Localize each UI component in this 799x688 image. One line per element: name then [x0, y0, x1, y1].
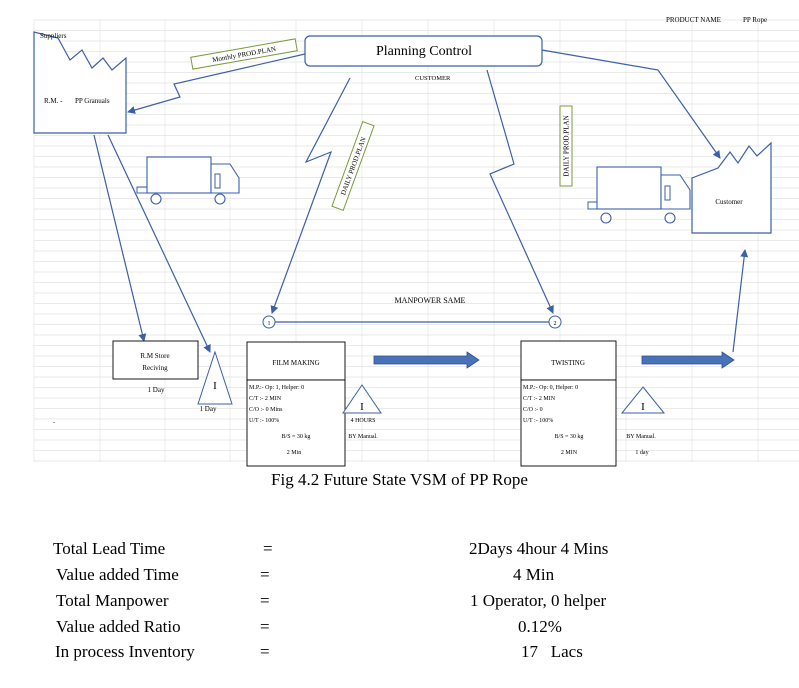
inventory-triangle-3 [620, 386, 666, 414]
supplier-to-store-flow [93, 134, 147, 342]
spreadsheet-grid [33, 19, 799, 462]
inventory-symbol-1: I [213, 380, 217, 392]
twisting-to-customer-flow [732, 249, 749, 353]
vsm-diagram: PRODUCT NAME PP Rope Suppliers R.M. - PP… [33, 16, 799, 467]
metric-label: Total Lead Time [53, 539, 166, 558]
film-data-line-1: M.P.:- Op: 1, Helper: 0 [249, 385, 304, 391]
twist-cycle-time: 2 MIN [561, 450, 578, 456]
operator-icon-2 [548, 315, 562, 329]
film-cycle-time: 2 Min [287, 450, 302, 456]
inventory-time-1: 1 Day [200, 405, 217, 413]
stray-dot: . [53, 416, 55, 425]
daily-plan-banner-2 [559, 105, 573, 187]
film-making-title: FILM MAKING [272, 359, 319, 367]
metric-row-value-added-ratio: Value added Ratio = 0.12% [0, 617, 799, 641]
twist-data-line-1: M.P.:- Op: 0, Helper: 0 [523, 385, 578, 391]
film-making-box [246, 341, 346, 381]
supplier-rm-value: PP Granuals [75, 97, 110, 105]
planning-control-sub: CUSTOMER [415, 75, 451, 82]
rm-store-box [112, 340, 199, 380]
inventory-time-3: 1 day [635, 450, 648, 456]
customer-truck-icon [587, 166, 691, 224]
twisting-title: TWISTING [551, 359, 585, 367]
inventory-symbol-2: I [360, 401, 364, 413]
daily-plan-label-1: DAILY PROD.PLAN [339, 136, 367, 196]
twist-data-line-4: U/T :- 100% [523, 418, 553, 424]
metric-row-manpower: Total Manpower = 1 Operator, 0 helper [0, 591, 799, 615]
twisting-box [520, 340, 617, 381]
metric-row-lead-time: Total Lead Time = 2Days 4hour 4 Mins [0, 539, 799, 563]
manpower-label: MANPOWER SAME [395, 296, 466, 305]
inventory-symbol-3: I [641, 401, 645, 413]
rm-store-line1: R.M Store [140, 352, 169, 360]
metric-label: Value added Ratio [56, 617, 181, 636]
film-data-line-4: U/T :- 100% [249, 418, 279, 424]
metric-equals: = [260, 617, 270, 636]
metric-label: In process Inventory [55, 642, 195, 661]
rm-store-time: 1 Day [148, 386, 165, 394]
metric-label: Total Manpower [56, 591, 169, 610]
product-name-label: PRODUCT NAME [666, 16, 721, 24]
inventory-time-2: 4 HOURS [351, 418, 376, 424]
film-data-line-2: C/T :- 2 MIN [249, 396, 282, 402]
twisting-data-box [520, 379, 617, 467]
metric-value: 0.12% [518, 617, 562, 636]
inventory-note-2: BY Manual. [348, 434, 378, 440]
push-arrow-2 [641, 351, 735, 369]
film-data-line-3: C/O :- 0 Mins [249, 407, 283, 413]
rm-store-line2: Reciving [142, 364, 168, 372]
metric-value: 2Days 4hour 4 Mins [469, 539, 609, 558]
supplier-factory-icon [33, 31, 127, 134]
film-batch-size: B/S = 30 kg [282, 434, 311, 440]
planning-control-title: Planning Control [376, 44, 472, 59]
metric-equals: = [260, 642, 270, 661]
metric-row-value-added-time: Value added Time = 4 Min [0, 565, 799, 589]
metric-equals: = [260, 565, 270, 584]
twist-batch-size: B/S = 30 kg [555, 434, 584, 440]
customer-factory-icon [691, 141, 772, 234]
film-making-data-box [246, 379, 346, 467]
metric-label: Value added Time [56, 565, 179, 584]
operator-icon-1 [262, 315, 276, 329]
monthly-info-flow [127, 53, 306, 114]
supplier-title: Suppliers [40, 32, 67, 40]
daily-info-flow-film [270, 77, 351, 314]
daily-plan-banner-1 [331, 121, 375, 211]
supplier-rm-label: R.M. - [44, 97, 63, 105]
supplier-to-inventory-flow [107, 134, 211, 353]
metric-value: 17 Lacs [521, 642, 583, 661]
daily-info-flow-twist [486, 69, 554, 314]
planning-control-box [304, 35, 543, 67]
metric-equals: = [263, 539, 273, 558]
product-name-value: PP Rope [743, 16, 767, 24]
metric-equals: = [260, 591, 270, 610]
inventory-triangle-2 [342, 384, 382, 414]
figure-caption: Fig 4.2 Future State VSM of PP Rope [271, 470, 528, 489]
planning-to-customer-flow [541, 49, 721, 159]
metric-value: 4 Min [513, 565, 555, 584]
operator-number-2: 2 [554, 321, 557, 327]
inventory-triangle-1 [197, 350, 233, 405]
customer-title: Customer [715, 198, 743, 206]
operator-number-1: 1 [268, 321, 271, 327]
inventory-note-3: BY Manual. [626, 434, 656, 440]
monthly-plan-banner [190, 38, 298, 70]
push-arrow-1 [373, 351, 480, 369]
daily-plan-label-2: DAILY PROD.PLAN [563, 115, 571, 176]
metric-row-inventory: In process Inventory = 17 Lacs [0, 642, 799, 666]
twist-data-line-3: C/O :- 0 [523, 407, 543, 413]
supplier-truck-icon [136, 156, 240, 205]
twist-data-line-2: C/T :- 2 MIN [523, 396, 556, 402]
metric-value: 1 Operator, 0 helper [470, 591, 607, 610]
